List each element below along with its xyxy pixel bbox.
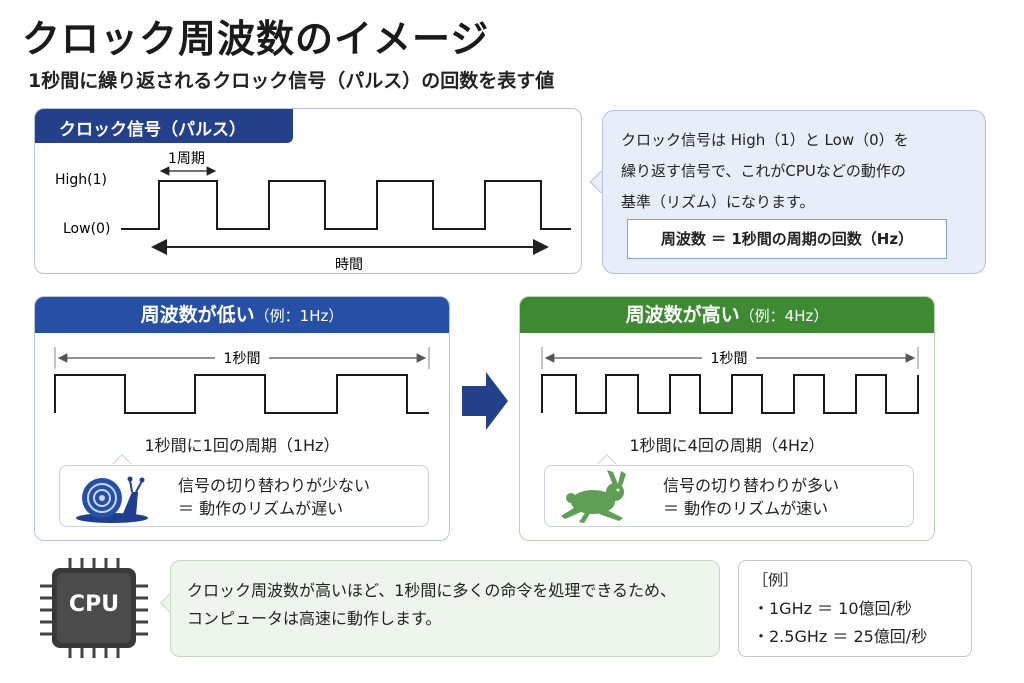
high-note-line-1: 信号の切り替わりが多い xyxy=(663,476,840,495)
cpu-line-1: クロック周波数が高いほど、1秒間に多くの命令を処理できるため、 xyxy=(187,581,677,600)
cpu-chip-icon xyxy=(40,558,148,658)
low-frequency-example: （例：1Hz） xyxy=(254,307,344,325)
explanation-text: クロック信号は High（1）と Low（0）を 繰り返す信号で、これがCPUな… xyxy=(621,125,971,218)
high-label: High(1) xyxy=(55,172,107,188)
explanation-panel: クロック信号は High（1）と Low（0）を 繰り返す信号で、これがCPUな… xyxy=(602,110,986,274)
page-subtitle: 1秒間に繰り返されるクロック信号（パルス）の回数を表す値 xyxy=(28,70,555,92)
clock-waveform xyxy=(121,180,571,230)
example-item-1ghz: ・1GHz ＝ 10億回/秒 xyxy=(753,599,912,618)
high-frequency-diagram: 1秒間 xyxy=(541,347,919,414)
cpu-label: CPU xyxy=(68,592,120,617)
period-label: 1周期 xyxy=(168,151,205,167)
clock-signal-diagram: High(1) Low(0) 1周期 時間 xyxy=(55,151,571,273)
low-note-text: 信号の切り替わりが少ない ＝ 動作のリズムが遅い xyxy=(178,474,370,520)
explanation-line-1: クロック信号は High（1）と Low（0）を xyxy=(621,131,909,149)
snail-icon xyxy=(76,476,148,523)
high-frequency-panel: 周波数が高い（例：4Hz） 1秒間 1秒間に4回の周期（4Hz） 信号の切 xyxy=(519,296,935,541)
low-frequency-diagram: 1秒間 xyxy=(54,347,430,414)
explanation-line-3: 基準（リズム）になります。 xyxy=(621,193,815,211)
example-item-2-5ghz: ・2.5GHz ＝ 25億回/秒 xyxy=(753,627,928,646)
low-period-text: 1秒間に1回の周期（1Hz） xyxy=(144,436,340,455)
example-box: ［例］ ・1GHz ＝ 10億回/秒 ・2.5GHz ＝ 25億回/秒 xyxy=(738,560,972,657)
time-label: 時間 xyxy=(335,257,363,273)
cpu-explanation-text: クロック周波数が高いほど、1秒間に多くの命令を処理できるため、 コンピュータは高… xyxy=(187,577,707,633)
low-frequency-header: 周波数が低い（例：1Hz） xyxy=(35,297,449,333)
cpu-line-2: コンピュータは高速に動作します。 xyxy=(187,609,442,628)
high-frequency-header: 周波数が高い（例：4Hz） xyxy=(520,297,934,333)
high-frequency-title: 周波数が高い xyxy=(625,304,740,326)
clock-signal-header: クロック信号（パルス） xyxy=(35,109,293,143)
low-note-line-1: 信号の切り替わりが少ない xyxy=(178,476,371,495)
cpu-explanation-box: クロック周波数が高いほど、1秒間に多くの命令を処理できるため、 コンピュータは高… xyxy=(170,560,720,657)
page-title: クロック周波数のイメージ xyxy=(22,17,490,61)
low-note-line-2: ＝ 動作のリズムが遅い xyxy=(178,499,344,518)
clock-signal-panel: High(1) Low(0) 1周期 時間 クロック信号（パルス） xyxy=(34,108,582,274)
high-note-line-2: ＝ 動作のリズムが速い xyxy=(663,499,829,518)
arrow-right-icon xyxy=(462,372,508,430)
low-frequency-waveform xyxy=(54,374,429,414)
explanation-line-2: 繰り返す信号で、これがCPUなどの動作の xyxy=(621,162,906,180)
frequency-formula: 周波数 ＝ 1秒間の周期の回数（Hz） xyxy=(627,219,947,259)
high-note-box: 信号の切り替わりが多い ＝ 動作のリズムが速い xyxy=(544,465,914,527)
high-period-text: 1秒間に4回の周期（4Hz） xyxy=(629,436,825,455)
high-frequency-waveform xyxy=(541,374,919,414)
low-label: Low(0) xyxy=(63,221,110,237)
high-span-label: 1秒間 xyxy=(711,351,748,367)
example-heading: ［例］ xyxy=(753,571,799,589)
low-frequency-panel: 周波数が低い（例：1Hz） 1秒間 1秒間に1回の周期（1Hz） xyxy=(34,296,450,541)
low-frequency-title: 周波数が低い xyxy=(140,304,255,326)
low-span-label: 1秒間 xyxy=(224,351,261,367)
high-frequency-example: （例：4Hz） xyxy=(739,307,829,325)
high-note-text: 信号の切り替わりが多い ＝ 動作のリズムが速い xyxy=(663,474,839,520)
rabbit-icon xyxy=(561,470,626,523)
low-note-box: 信号の切り替わりが少ない ＝ 動作のリズムが遅い xyxy=(59,465,429,527)
